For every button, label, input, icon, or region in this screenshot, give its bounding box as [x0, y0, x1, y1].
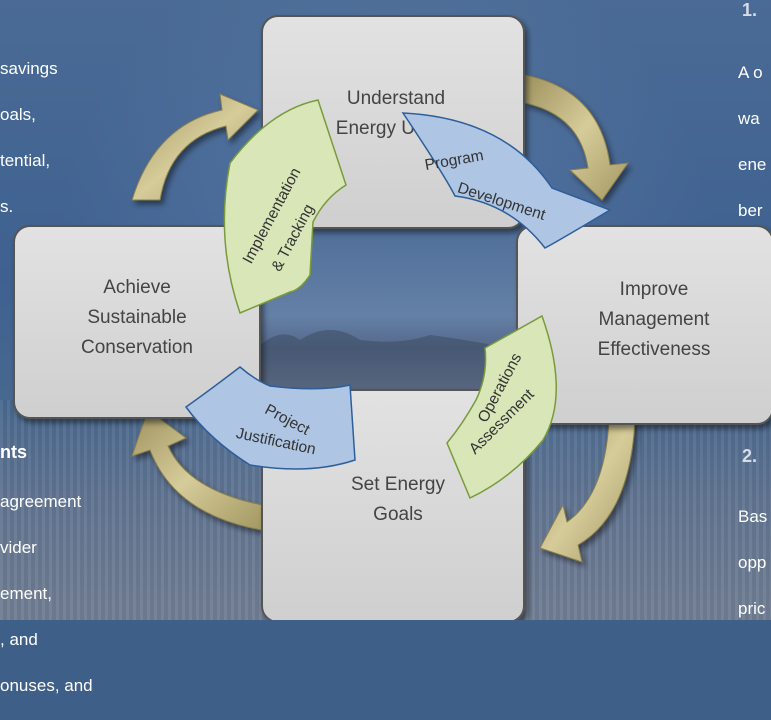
- left-top-line: oals,: [0, 105, 36, 124]
- arrow-bottom-right: [539, 419, 636, 563]
- right-top-line: A o: [738, 63, 763, 82]
- left-bottom-heading: nts: [0, 442, 27, 462]
- right-bottom-line: Bas: [738, 507, 768, 526]
- cycle-diagram: Understand Energy Usage Improve Manageme…: [13, 15, 771, 620]
- tree-line: [255, 330, 517, 390]
- right-top-line: wa: [738, 109, 760, 128]
- box-label-left-line-3: Conservation: [81, 337, 193, 358]
- right-bottom-text: Bas opp pric: [738, 482, 767, 643]
- right-bottom-line: opp: [738, 553, 767, 572]
- cycle-arrows: [131, 74, 636, 563]
- right-bottom-line: pric: [738, 599, 766, 618]
- left-bottom-line: onuses, and: [0, 676, 93, 695]
- left-bottom-line: vider: [0, 538, 37, 557]
- box-label-right-line-1: Improve: [620, 279, 689, 300]
- box-achieve-conservation: [13, 225, 261, 419]
- arrow-top-right: [524, 74, 630, 201]
- box-label-bottom-line-2: Goals: [373, 504, 423, 525]
- left-top-text: savings oals, tential, s.: [0, 34, 58, 241]
- right-bottom-heading: 2.: [742, 446, 758, 466]
- right-top-heading: 1.: [742, 0, 758, 20]
- left-bottom-line: ement,: [0, 584, 52, 603]
- box-label-left-line-2: Sustainable: [87, 307, 186, 328]
- box-label-bottom-line-1: Set Energy: [351, 474, 445, 495]
- tab-implementation-tracking: [223, 99, 347, 315]
- left-top-line: tential,: [0, 151, 51, 170]
- right-top-line: ber: [738, 201, 763, 220]
- box-improve-management: [516, 225, 771, 425]
- box-label-right-line-2: Management: [599, 309, 711, 330]
- left-top-line: s.: [0, 197, 14, 216]
- tab-project-justification: [184, 366, 356, 470]
- left-bottom-line: agreement: [0, 492, 82, 511]
- left-top-line: savings: [0, 59, 58, 78]
- box-label-left-line-1: Achieve: [103, 277, 171, 298]
- tab-program-development: [401, 112, 612, 249]
- box-label-top-line-1: Understand: [347, 88, 445, 109]
- arrow-bottom-left: [131, 409, 263, 531]
- right-top-line: ene: [738, 155, 767, 174]
- left-bottom-line: , and: [0, 630, 38, 649]
- tab-operations-assessment: [446, 314, 557, 500]
- arrow-top-left: [131, 93, 259, 201]
- box-label-right-line-3: Effectiveness: [598, 339, 711, 360]
